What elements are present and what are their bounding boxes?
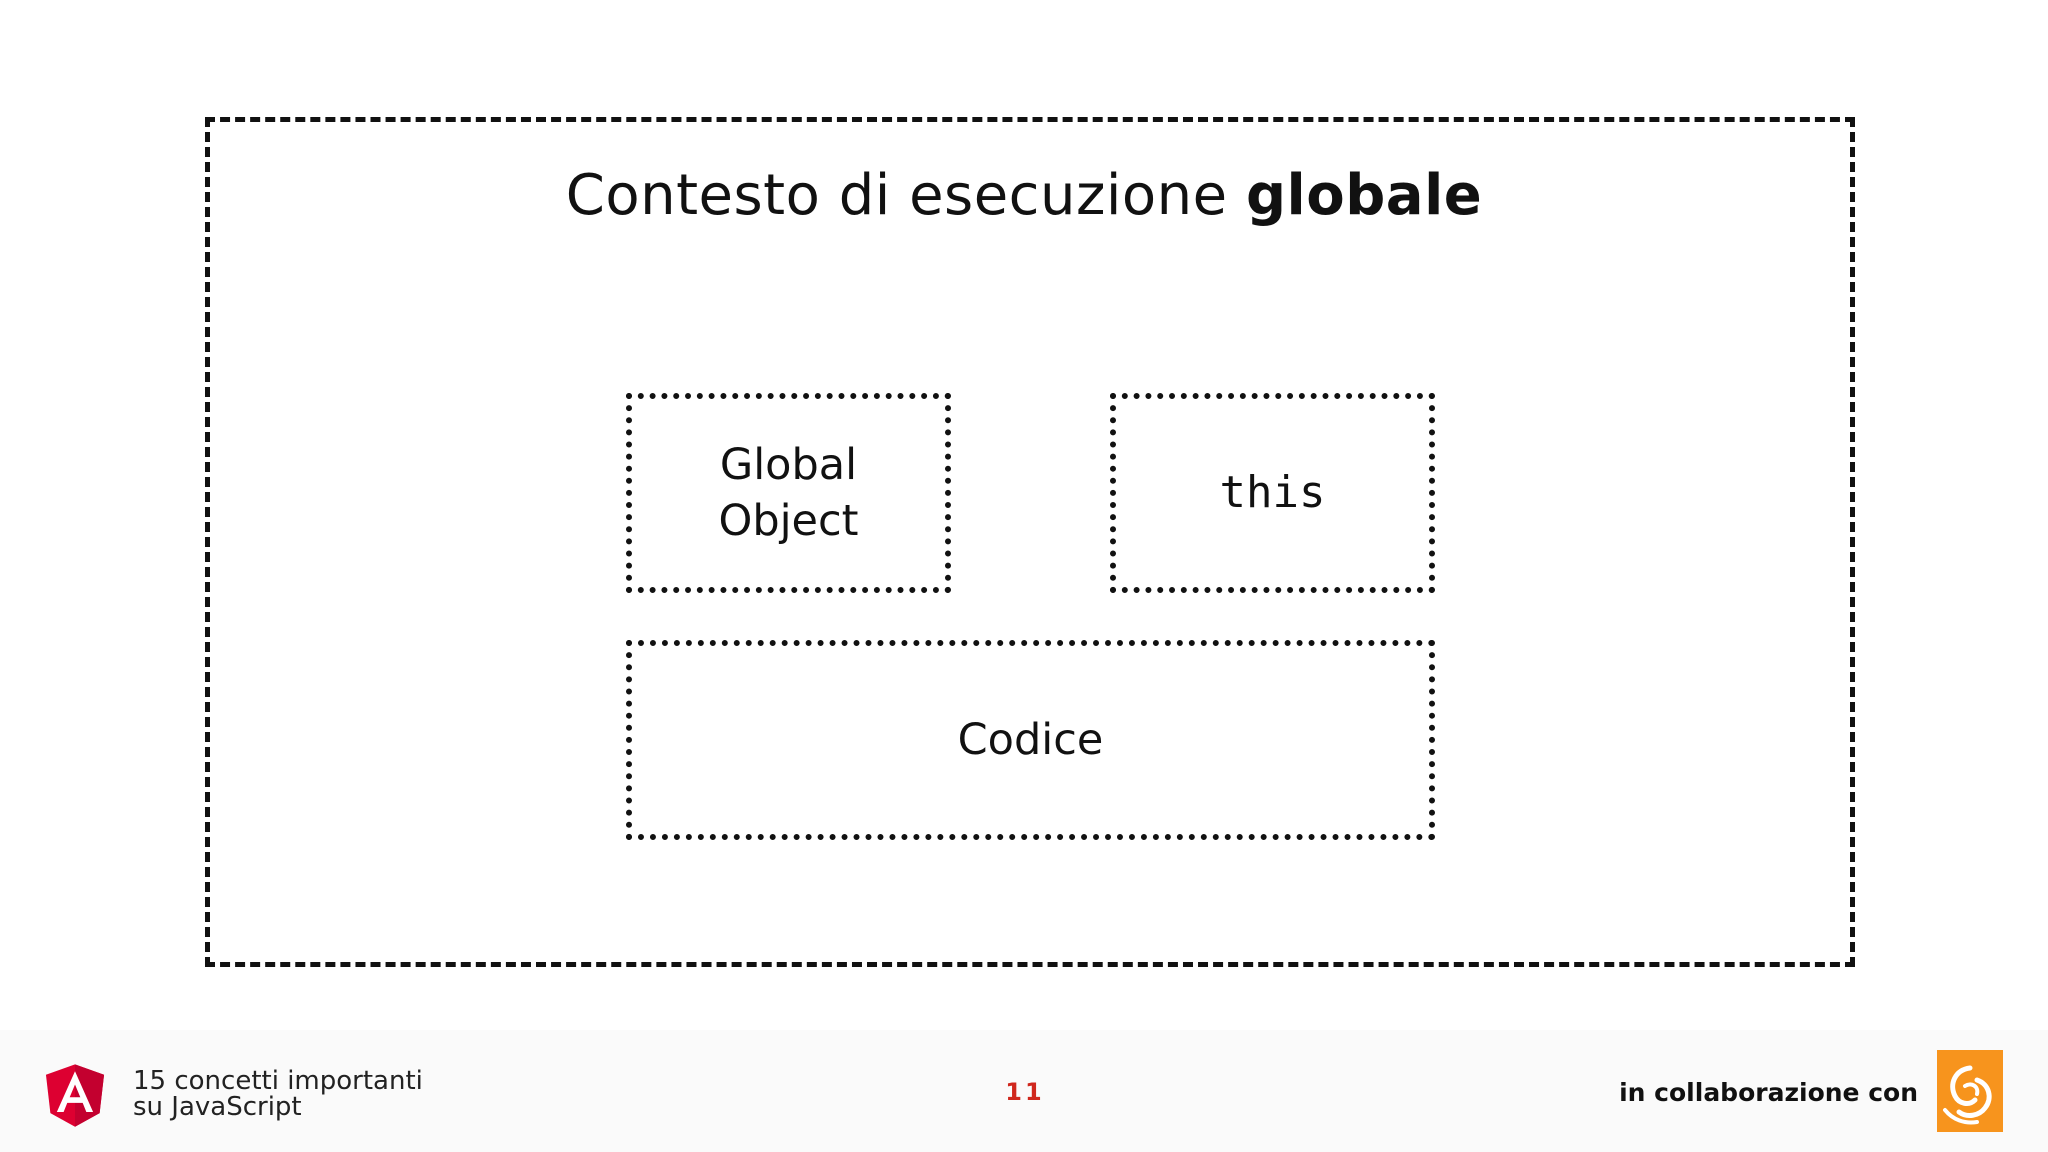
- course-title: 15 concetti importanti su JavaScript: [133, 1068, 423, 1120]
- course-title-line1: 15 concetti importanti: [133, 1066, 423, 1096]
- global-object-label-line2: Object: [718, 496, 859, 546]
- global-object-label: Global Object: [718, 437, 858, 549]
- code-box: Codice: [626, 640, 1435, 840]
- page-number: 11: [1005, 1078, 1045, 1106]
- angular-shield-icon: [45, 1064, 105, 1127]
- title-regular: Contesto di esecuzione: [565, 163, 1246, 228]
- title-bold: globale: [1245, 163, 1483, 228]
- slide-footer: [0, 1030, 2048, 1152]
- course-title-line2: su JavaScript: [133, 1092, 302, 1122]
- diagram-title: Contesto di esecuzione globale: [0, 163, 2048, 228]
- this-label: this: [1219, 467, 1326, 518]
- code-label: Codice: [957, 715, 1104, 765]
- global-object-box: Global Object: [626, 393, 951, 593]
- orange-swirl-icon: [1937, 1050, 2003, 1132]
- collaboration-text: in collaborazione con: [1619, 1078, 1918, 1107]
- global-execution-context-box: [205, 117, 1855, 967]
- this-box: this: [1110, 393, 1435, 593]
- global-object-label-line1: Global: [719, 440, 858, 490]
